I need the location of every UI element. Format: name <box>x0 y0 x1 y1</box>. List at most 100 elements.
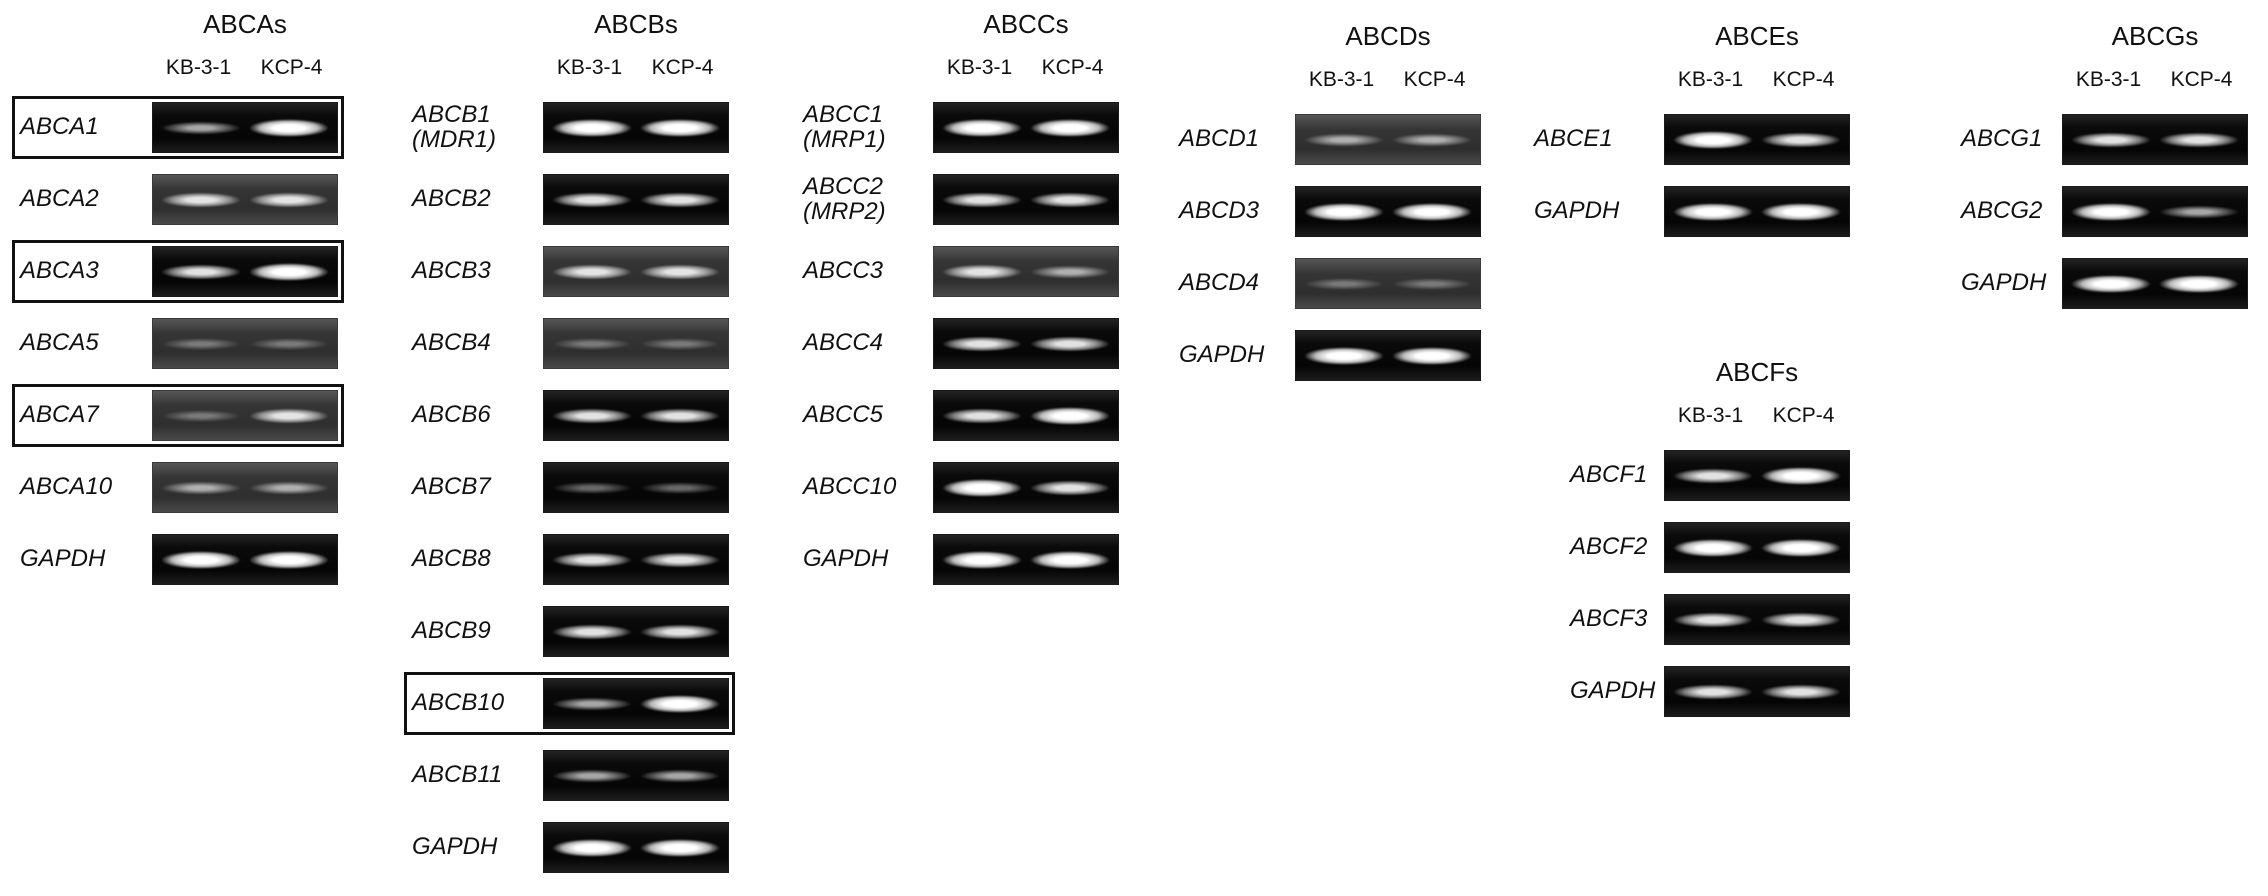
band-kb-3-1 <box>941 550 1022 569</box>
band-kcp-4 <box>2159 132 2240 147</box>
gene-row-gapdh: GAPDH <box>1570 666 1850 717</box>
gene-name: ABCB8 <box>412 545 491 573</box>
gel-image <box>1295 258 1481 309</box>
group-title: ABCEs <box>1715 21 1799 51</box>
gene-name: ABCB4 <box>412 329 491 357</box>
gene-row-abcb1: ABCB1(MDR1) <box>412 102 729 153</box>
band-kb-3-1 <box>941 336 1022 351</box>
gene-alias: (MDR1) <box>412 125 496 153</box>
gene-name: ABCC2 <box>803 173 884 201</box>
band-kb-3-1 <box>2070 132 2151 147</box>
band-kb-3-1 <box>551 697 632 710</box>
gene-label: GAPDH <box>1961 270 2062 295</box>
gene-label: ABCB3 <box>412 257 543 285</box>
band-kcp-4 <box>249 481 330 494</box>
band-kcp-4 <box>640 408 721 423</box>
gene-row-gapdh: GAPDH <box>803 534 1119 585</box>
band-kcp-4 <box>1030 118 1111 137</box>
gene-name: ABCB9 <box>412 617 491 645</box>
gene-label: ABCA10 <box>20 474 152 499</box>
lane-label-kb-3-1: KB-3-1 <box>165 56 232 79</box>
gel-image <box>152 174 338 225</box>
band-kcp-4 <box>640 264 721 279</box>
band-kcp-4 <box>1392 277 1473 290</box>
lane-label-kcp-4: KCP-4 <box>1041 56 1104 79</box>
gene-name: ABCA5 <box>20 329 99 357</box>
band-kb-3-1 <box>1672 612 1753 627</box>
gene-label: ABCC4 <box>803 330 933 355</box>
gene-name: GAPDH <box>803 545 889 573</box>
band-kb-3-1 <box>551 192 632 207</box>
gel-image <box>543 246 729 297</box>
gene-label: ABCF3 <box>1570 606 1664 631</box>
lane-label-kcp-4: KCP-4 <box>1772 68 1835 91</box>
gene-row-abcf2: ABCF2 <box>1570 522 1850 573</box>
band-kcp-4 <box>1030 480 1111 495</box>
gel-image <box>1295 186 1481 237</box>
gene-row-abca2: ABCA2 <box>20 174 338 225</box>
gene-row-abcc1: ABCC1(MRP1) <box>803 102 1119 153</box>
lane-label-kb-3-1: KB-3-1 <box>556 56 623 79</box>
gene-label: ABCE1 <box>1534 126 1664 151</box>
lane-label-kb-3-1: KB-3-1 <box>1677 68 1744 91</box>
gene-name: ABCD3 <box>1179 197 1260 225</box>
gene-label: ABCD3 <box>1179 197 1295 225</box>
gene-label: ABCA5 <box>20 329 152 357</box>
gene-label: ABCC5 <box>803 402 933 427</box>
gel-image <box>543 822 729 873</box>
band-kcp-4 <box>640 118 721 137</box>
gene-label: GAPDH <box>412 834 543 859</box>
gene-row-abcb3: ABCB3 <box>412 246 729 297</box>
gene-row-abca1: ABCA1 <box>12 96 344 159</box>
gene-label: GAPDH <box>20 546 152 571</box>
band-kcp-4 <box>1761 538 1842 557</box>
gel-image <box>1664 522 1850 573</box>
gel-image <box>543 174 729 225</box>
gene-name: ABCD4 <box>1179 269 1260 297</box>
gene-row-abcc2: ABCC2(MRP2) <box>803 174 1119 225</box>
gene-name: ABCB1 <box>412 101 491 129</box>
gene-label: GAPDH <box>803 545 933 573</box>
gel-image <box>543 390 729 441</box>
gene-name: ABCB3 <box>412 257 491 285</box>
gene-name: ABCG1 <box>1961 125 2043 153</box>
lane-label-kb-3-1: KB-3-1 <box>1308 68 1375 91</box>
band-kb-3-1 <box>551 118 632 137</box>
gene-name: GAPDH <box>1179 341 1265 369</box>
gel-image <box>152 390 338 441</box>
band-kb-3-1 <box>551 838 632 857</box>
gene-row-abca3: ABCA3 <box>12 240 344 303</box>
band-kcp-4 <box>1392 202 1473 221</box>
gene-label: ABCC2(MRP2) <box>803 173 933 224</box>
gel-image <box>543 534 729 585</box>
gene-name: ABCB10 <box>412 689 505 717</box>
band-kb-3-1 <box>551 769 632 782</box>
gene-label: ABCB4 <box>412 329 543 357</box>
band-kcp-4 <box>640 624 721 639</box>
band-kb-3-1 <box>1303 202 1384 221</box>
band-kb-3-1 <box>1672 684 1753 699</box>
band-kb-3-1 <box>551 481 632 494</box>
band-kcp-4 <box>640 552 721 567</box>
gene-label: ABCF2 <box>1570 534 1664 559</box>
gene-name: GAPDH <box>1570 677 1656 705</box>
band-kb-3-1 <box>2070 202 2151 221</box>
gene-label: GAPDH <box>1179 341 1295 369</box>
gene-label: ABCB2 <box>412 186 543 211</box>
group-title: ABCDs <box>1345 21 1431 51</box>
gene-name: ABCC10 <box>803 473 897 501</box>
band-kcp-4 <box>249 337 330 350</box>
gene-row-abcd3: ABCD3 <box>1179 186 1481 237</box>
gel-image <box>543 750 729 801</box>
band-kcp-4 <box>1761 466 1842 485</box>
band-kcp-4 <box>249 262 330 281</box>
